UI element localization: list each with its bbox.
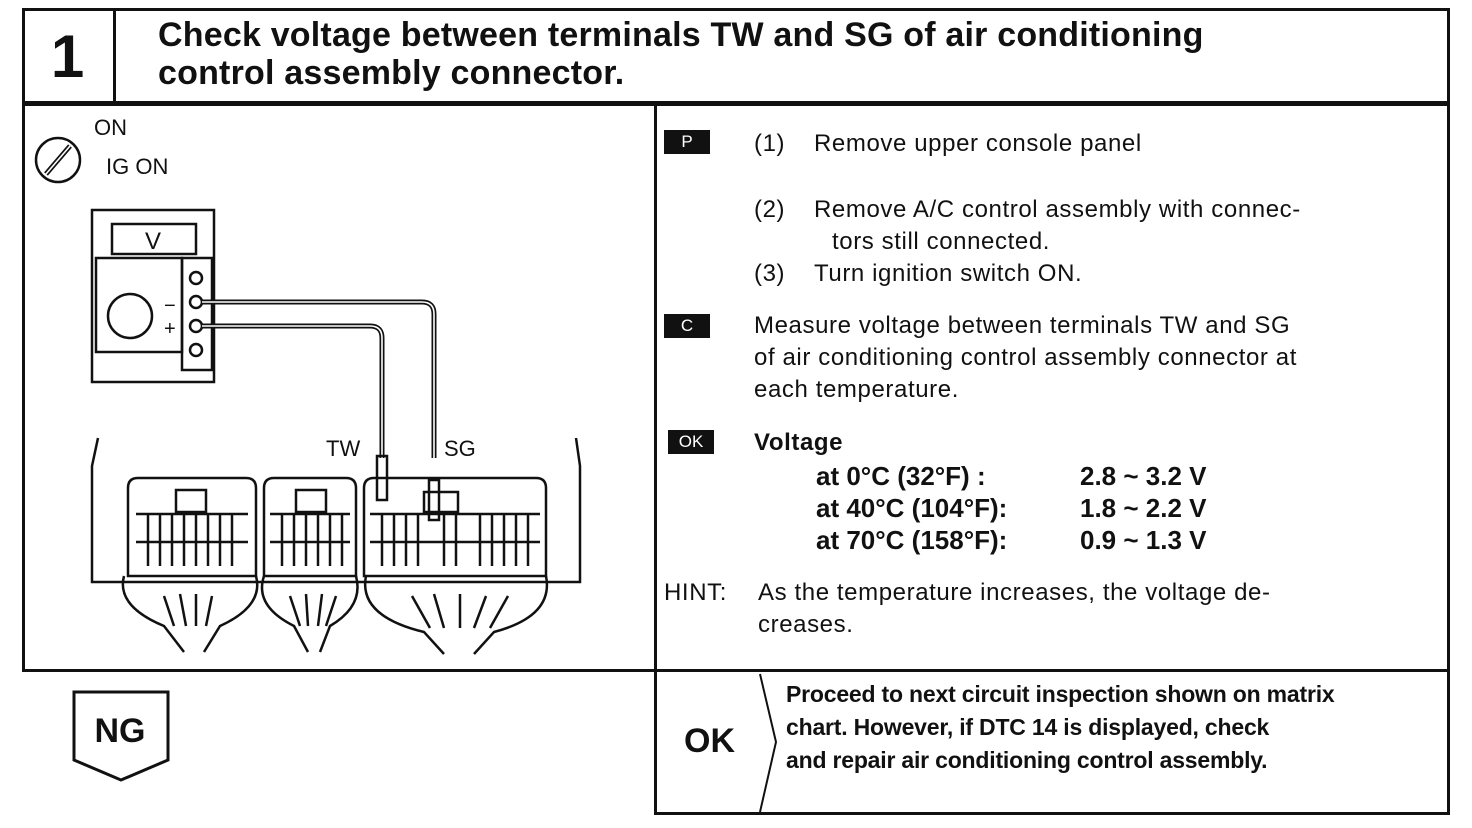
step-number: 1 bbox=[22, 8, 116, 104]
step1-text: Remove upper console panel bbox=[814, 130, 1142, 157]
step2-text-line2: tors still connected. bbox=[832, 228, 1051, 255]
voltage-row-range: 0.9 ~ 1.3 V bbox=[1080, 525, 1207, 555]
plus-label: + bbox=[164, 318, 176, 340]
check-text-line2: of air conditioning control assembly con… bbox=[754, 344, 1298, 371]
voltage-row-range: 2.8 ~ 3.2 V bbox=[1080, 461, 1207, 491]
wire-harness-right bbox=[363, 575, 549, 655]
check-tag: C bbox=[664, 314, 710, 338]
panel-divider bbox=[654, 103, 657, 815]
voltage-row-temp: at 0°C (32°F) : bbox=[816, 461, 986, 491]
step3-text: Turn ignition switch ON. bbox=[814, 260, 1083, 287]
wire-harness-middle bbox=[260, 575, 359, 653]
step2-text-line1: Remove A/C control assembly with connec- bbox=[814, 196, 1301, 223]
check-text-line3: each temperature. bbox=[754, 376, 959, 403]
step-title-line1: Check voltage between terminals TW and S… bbox=[158, 16, 1204, 54]
ok-instructions-line2: chart. However, if DTC 14 is displayed, … bbox=[786, 714, 1270, 740]
ok-label: OK bbox=[684, 722, 735, 760]
ng-pentagon bbox=[72, 690, 170, 782]
step1-number: (1) bbox=[754, 130, 786, 157]
ignition-ig-on-label: IG ON bbox=[106, 154, 168, 179]
step-title: Check voltage between terminals TW and S… bbox=[158, 16, 1398, 92]
minus-label: − bbox=[164, 295, 176, 317]
ok-instructions-line3: and repair air conditioning control asse… bbox=[786, 747, 1268, 773]
connector-left bbox=[126, 476, 258, 578]
hint-text-line2: creases. bbox=[758, 611, 854, 638]
ignition-key-icon bbox=[34, 136, 82, 184]
terminal-tw-label: TW bbox=[326, 436, 360, 461]
sg-probe bbox=[427, 478, 441, 522]
ok-instructions-line1: Proceed to next circuit inspection shown… bbox=[786, 681, 1335, 707]
prep-tag: P bbox=[664, 130, 710, 154]
ok-chevron bbox=[759, 673, 778, 813]
step-header bbox=[22, 8, 1450, 104]
ng-label: NG bbox=[94, 712, 146, 750]
wire-harness-left bbox=[121, 575, 259, 653]
check-text-line1: Measure voltage between terminals TW and… bbox=[754, 312, 1291, 339]
voltage-row-temp: at 70°C (158°F): bbox=[816, 525, 1008, 555]
hint-text-line1: As the temperature increases, the voltag… bbox=[758, 579, 1271, 606]
terminal-sg-label: SG bbox=[444, 436, 476, 461]
step2-number: (2) bbox=[754, 196, 786, 223]
hint-label: HINT: bbox=[664, 579, 727, 606]
ok-tag: OK bbox=[668, 430, 714, 454]
connector-right bbox=[362, 476, 548, 578]
step3-number: (3) bbox=[754, 260, 786, 287]
voltage-row-temp: at 40°C (104°F): bbox=[816, 493, 1008, 523]
meter-label: V bbox=[145, 228, 161, 255]
ok-result-box bbox=[654, 670, 1450, 815]
wiring-diagram: ON IG ON V − + TW SG bbox=[34, 115, 582, 655]
control-assembly-housing bbox=[90, 437, 582, 584]
main-panel bbox=[22, 103, 1450, 672]
voltage-row-range: 1.8 ~ 2.2 V bbox=[1080, 493, 1207, 523]
ok-instructions: Proceed to next circuit inspection shown… bbox=[786, 678, 1446, 777]
connector-middle bbox=[262, 476, 358, 578]
voltage-label: Voltage bbox=[754, 429, 844, 456]
step-title-line2: control assembly connector. bbox=[158, 54, 625, 92]
ignition-on-label: ON bbox=[94, 115, 127, 140]
